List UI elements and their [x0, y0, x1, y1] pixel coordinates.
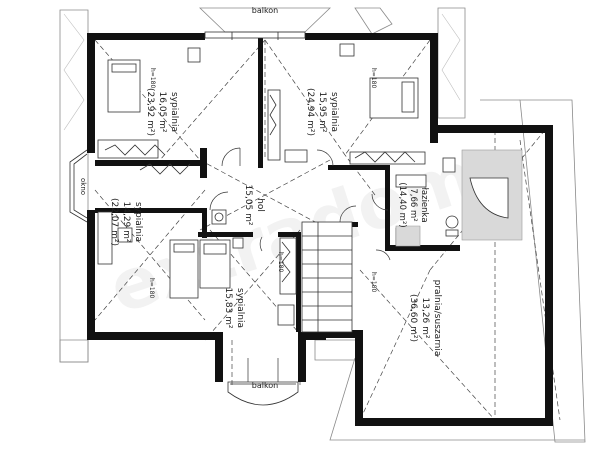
svg-text:15,95 m²: 15,95 m²: [317, 91, 327, 132]
svg-text:(24,94 m²): (24,94 m²): [305, 88, 315, 136]
svg-text:(22,07 m²): (22,07 m²): [109, 198, 119, 246]
svg-text:14,29 m²: 14,29 m²: [121, 201, 131, 242]
bedroom-top-right-height: h=180: [370, 68, 377, 88]
svg-text:sypialnia: sypialnia: [329, 92, 339, 132]
svg-text:7,66 m²: 7,66 m²: [408, 188, 418, 221]
furniture: [97, 43, 459, 326]
balcony-top-label: balkon: [252, 6, 279, 15]
bedroom-bottom-height: h=180: [277, 252, 284, 272]
svg-text:(14,40 m²): (14,40 m²): [397, 182, 407, 227]
laundry-label: pralnia/suszarnia 13,26 m² (36,60 m²): [408, 280, 442, 357]
svg-text:13,26 m²: 13,26 m²: [420, 297, 430, 338]
svg-text:sypialnia: sypialnia: [235, 288, 245, 328]
staircase: [301, 221, 353, 333]
balcony-top: [204, 31, 306, 39]
bathroom-label: łazienka 7,66 m² (14,40 m²): [397, 182, 429, 227]
svg-text:sypialnia: sypialnia: [133, 202, 143, 242]
doors: [209, 147, 391, 382]
svg-text:hol: hol: [255, 198, 265, 212]
bedroom-top-left-height: h=180: [149, 68, 156, 88]
svg-text:15,05 m²: 15,05 m²: [243, 184, 253, 225]
bedroom-top-left-label: sypialnia 16,05 m² (23,92 m²): [145, 88, 179, 136]
svg-text:(23,92 m²): (23,92 m²): [145, 88, 155, 136]
balcony-bottom-label: balkon: [252, 381, 279, 390]
bedroom-left-height: h=180: [148, 278, 155, 298]
bedroom-top-right-label: sypialnia 15,95 m² (24,94 m²): [305, 88, 339, 136]
svg-text:(36,60 m²): (36,60 m²): [408, 294, 418, 342]
laundry-height: h=180: [370, 272, 377, 292]
hall-label: hol 15,05 m²: [243, 184, 265, 225]
balcony-bottom: [227, 381, 299, 406]
bay-window-left: [69, 149, 88, 223]
svg-text:pralnia/suszarnia: pralnia/suszarnia: [432, 280, 442, 357]
svg-text:sypialnia: sypialnia: [169, 92, 179, 132]
bedroom-left-label: sypialnia 14,29 m² (22,07 m²): [109, 198, 143, 246]
bedroom-bottom-label: sypialnia 15,83 m²: [223, 287, 245, 328]
side-window-label: okno: [79, 178, 87, 195]
svg-text:15,83 m²: 15,83 m²: [223, 287, 233, 328]
svg-text:łazienka: łazienka: [419, 187, 429, 222]
svg-text:16,05 m²: 16,05 m²: [157, 91, 167, 132]
wardrobe-marks: [104, 144, 166, 156]
